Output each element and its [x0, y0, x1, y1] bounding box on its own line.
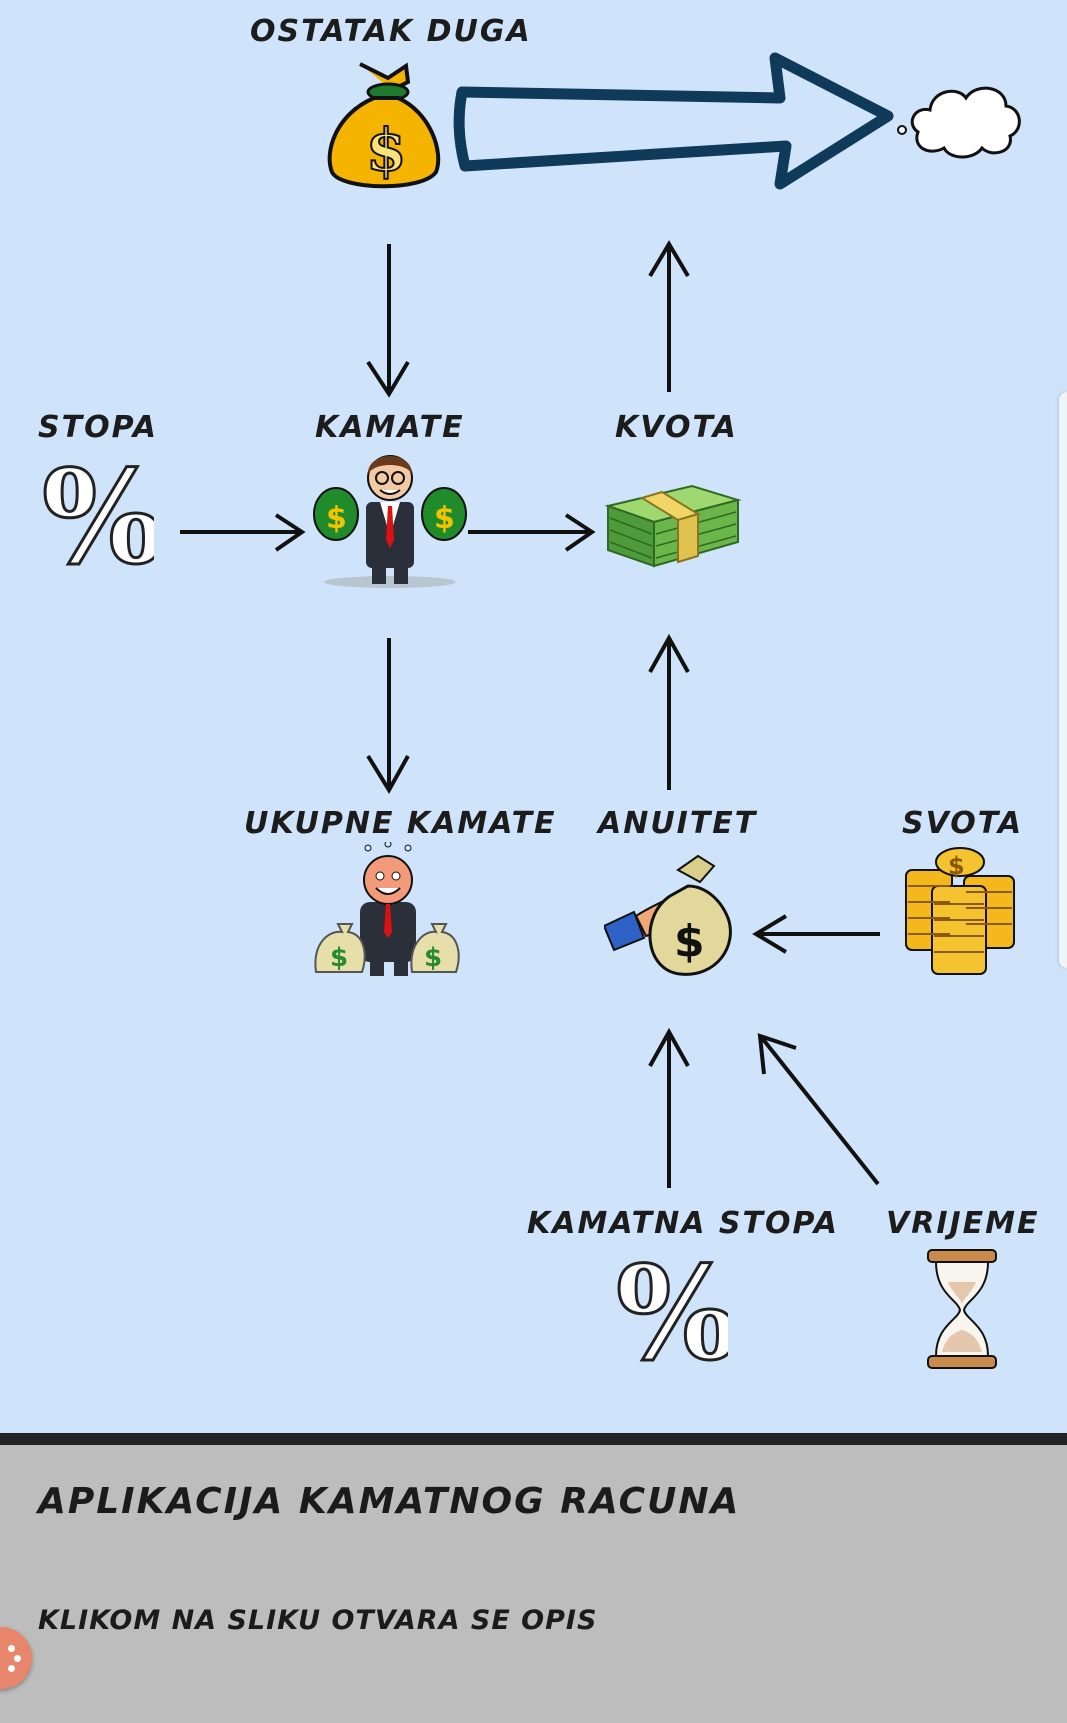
- svg-text:$: $: [326, 501, 347, 536]
- cloud-icon: [897, 86, 1021, 159]
- ostatak-duga-node[interactable]: $: [318, 56, 446, 194]
- fab-dot: [14, 1655, 21, 1662]
- label-kvota: KVOTA: [615, 410, 738, 445]
- label-ukupne-kamate: UKUPNE KAMATE: [244, 806, 557, 841]
- hand-money-bag-icon: $: [602, 854, 732, 976]
- hourglass-icon: [927, 1249, 997, 1369]
- arrows-layer: [180, 52, 894, 1188]
- ukupne-kamate-node[interactable]: $ $: [312, 840, 462, 980]
- svg-text:$: $: [366, 116, 406, 184]
- app-title: APLIKACIJA KAMATNOG RACUNA: [38, 1481, 741, 1522]
- vrijeme-node[interactable]: [924, 1248, 1000, 1372]
- svg-text:$: $: [434, 501, 455, 536]
- anuitet-node[interactable]: $: [602, 846, 740, 980]
- label-stopa: STOPA: [38, 410, 159, 445]
- label-ostatak-duga: OSTATAK DUGA: [250, 14, 532, 49]
- diagram-canvas: OSTATAK DUGA $ STOPA % KAMATE: [38, 14, 1040, 1391]
- fab-dot: [8, 1665, 15, 1672]
- percent-icon: %: [615, 1238, 740, 1391]
- hint-text: KLIKOM NA SLIKU OTVARA SE OPIS: [38, 1605, 598, 1636]
- kvota-node[interactable]: [602, 476, 742, 576]
- label-svota: SVOTA: [902, 806, 1024, 841]
- arrow-vrijeme-anuitet: [760, 1036, 880, 1186]
- percent-icon: %: [41, 442, 166, 595]
- svg-text:%: %: [616, 1248, 728, 1376]
- cash-stack-icon: [604, 484, 742, 568]
- big-arrow: [453, 52, 894, 190]
- label-anuitet: ANUITET: [598, 806, 758, 841]
- label-kamatna-stopa: KAMATNA STOPA: [527, 1206, 839, 1241]
- side-drawer-handle[interactable]: [1059, 392, 1067, 968]
- businessman-money-bags-icon: $ $: [313, 455, 467, 588]
- rich-man-money-bags-icon: $ $: [314, 840, 460, 976]
- label-kamate: KAMATE: [315, 410, 465, 445]
- svg-text:$: $: [330, 943, 348, 973]
- kamate-node[interactable]: $ $: [310, 444, 468, 590]
- svota-node[interactable]: $: [904, 846, 1018, 976]
- label-vrijeme: VRIJEME: [886, 1206, 1040, 1241]
- stopa-node[interactable]: %: [41, 442, 166, 595]
- svg-text:%: %: [42, 452, 154, 580]
- footer-panel: APLIKACIJA KAMATNOG RACUNA KLIKOM NA SLI…: [0, 1433, 1067, 1723]
- coin-stack-icon: $: [905, 847, 1015, 975]
- svg-text:$: $: [948, 852, 965, 880]
- fab-dot: [8, 1645, 15, 1652]
- cloud-node[interactable]: [896, 72, 1026, 164]
- svg-text:$: $: [424, 943, 442, 973]
- kamatna-stopa-node[interactable]: %: [615, 1238, 740, 1391]
- svg-text:$: $: [674, 916, 705, 967]
- money-bag-icon: $: [327, 62, 441, 189]
